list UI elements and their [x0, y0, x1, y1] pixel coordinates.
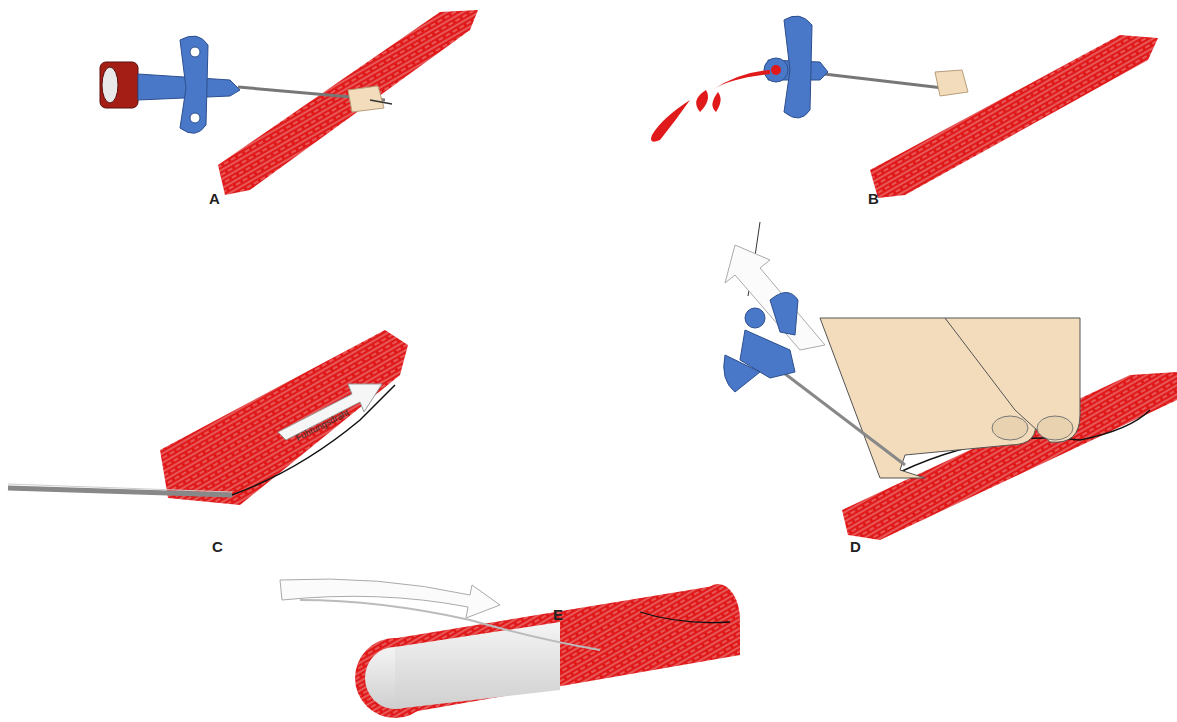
- panel-b: [651, 16, 1158, 198]
- panel-letter: C: [212, 538, 223, 555]
- panel-letter: A: [209, 190, 220, 207]
- panel-a: [100, 10, 478, 195]
- panel-letter: B: [868, 190, 879, 207]
- panel-e: [280, 579, 740, 718]
- panel-d: [724, 222, 1177, 540]
- panel-letter: D: [850, 538, 861, 555]
- panel-c: [8, 330, 408, 505]
- panel-letter: E: [553, 606, 563, 623]
